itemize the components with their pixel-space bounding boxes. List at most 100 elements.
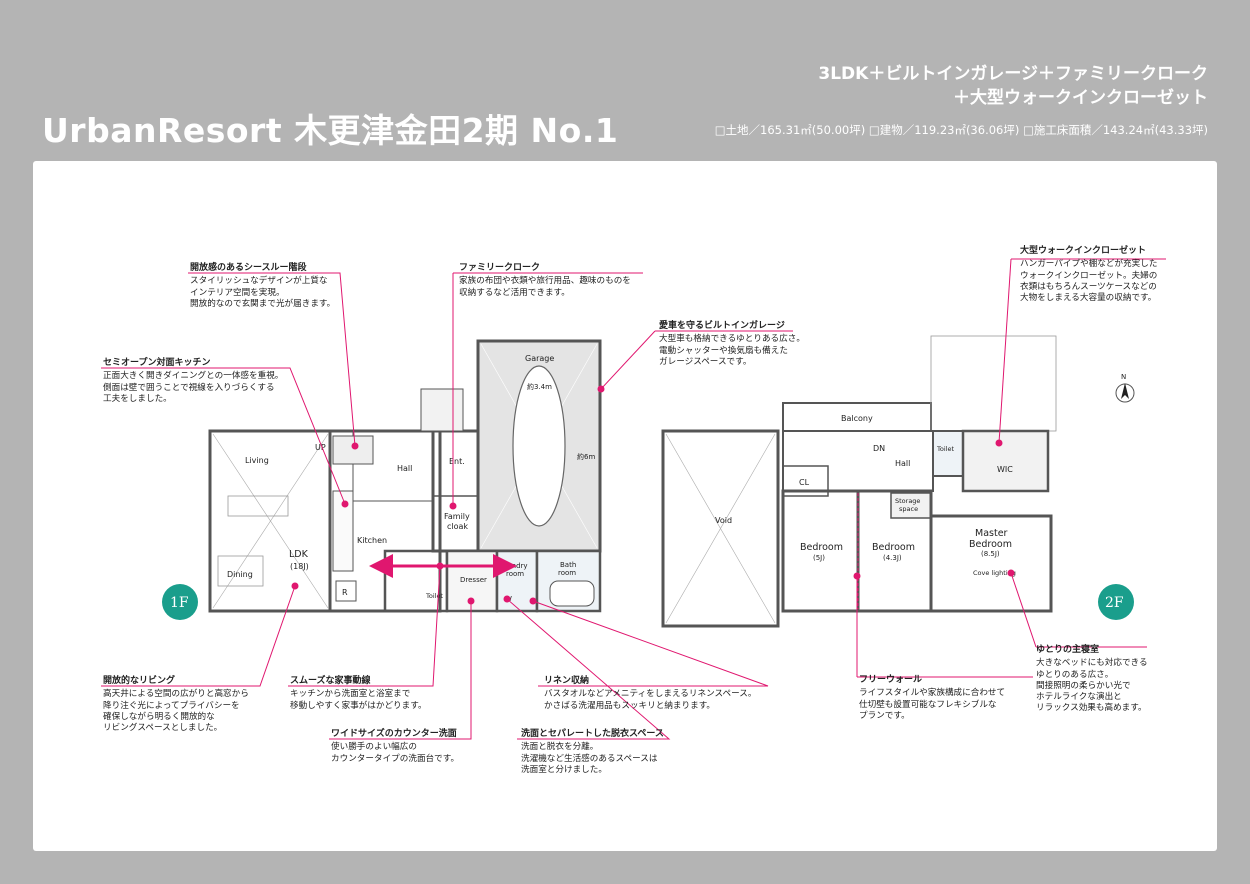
callout-free-wall: フリーウォール ライフスタイルや家族構成に合わせて 仕切壁も設置可能なフレキシブ… xyxy=(859,675,1005,722)
callout-stairs-body: スタイリッシュなデザインが上質な インテリア空間を実現。 開放的なので玄関まで光… xyxy=(190,276,336,309)
leader-flow xyxy=(288,565,441,687)
garage-width-label: 約3.4m xyxy=(527,382,552,391)
callout-dressing-body: 洗面と脱衣を分離。 洗濯機など生活感のあるスペースは 洗面室と分けました。 xyxy=(521,742,658,775)
storage-label-2: space xyxy=(899,505,918,513)
callout-flow-body: キッチンから洗面室と浴室まで 移動しやすく家事がはかどります。 xyxy=(290,689,427,711)
callout-stairs: 開放感のあるシースルー階段 スタイリッシュなデザインが上質な インテリア空間を実… xyxy=(190,263,335,310)
toilet-2f-area xyxy=(932,430,964,477)
callout-family-cloak-body: 家族の布団や衣類や旅行用品、趣味のものを 収納するなど活用できます。 xyxy=(459,276,631,298)
void-area xyxy=(661,429,780,628)
callout-living-title: 開放的なリビング xyxy=(103,676,176,686)
up-label: UP xyxy=(315,443,326,452)
callout-counter: ワイドサイズのカウンター洗面 使い勝手のよい幅広の カウンタータイプの洗面台です… xyxy=(331,729,459,765)
cl-label: CL xyxy=(799,478,810,487)
callout-kitchen-title: セミオープン対面キッチン xyxy=(103,358,211,368)
toilet-2f-label: Toilet xyxy=(936,445,954,453)
kitchen-counter xyxy=(332,490,354,572)
balcony-label: Balcony xyxy=(841,414,873,423)
deck-area xyxy=(930,335,1057,432)
floor-badge-1f-label: 1F xyxy=(170,595,189,611)
master-area xyxy=(929,514,1053,613)
garage-depth-label: 約6m xyxy=(577,452,595,461)
family-cloak-label-2: cloak xyxy=(447,522,468,531)
bedroom2-label: Bedroom xyxy=(872,542,915,553)
garage-label: Garage xyxy=(525,354,554,363)
callout-master: ゆとりの主寝室 大きなベッドにも対応できる ゆとりのある広さ。 間接照明の柔らか… xyxy=(1036,645,1148,715)
leader-living xyxy=(101,585,296,687)
wic-area xyxy=(961,429,1050,493)
callout-garage-title: 愛車を守るビルトインガレージ xyxy=(659,321,785,331)
storage-label-1: Storage xyxy=(895,497,920,505)
ldk-size-label: (18J) xyxy=(290,562,309,571)
hall-2f-label: Hall xyxy=(895,459,910,468)
callout-kitchen-body: 正面大きく開きダイニングとの一体感を重視。 側面は壁で囲うことで視線を入りづらく… xyxy=(103,371,284,404)
wic-label: WIC xyxy=(997,465,1013,474)
subtitle-line-2: ＋大型ウォークインクローゼット xyxy=(953,88,1208,108)
dining-table xyxy=(217,555,264,587)
callout-master-title: ゆとりの主寝室 xyxy=(1036,645,1100,655)
callout-dots xyxy=(291,385,1015,605)
dining-label: Dining xyxy=(227,570,253,579)
callout-family-cloak: ファミリークローク 家族の布団や衣類や旅行用品、趣味のものを 収納するなど活用で… xyxy=(459,263,631,299)
master-size-label: (8.5J) xyxy=(981,550,1000,558)
master-label-2: Bedroom xyxy=(969,539,1012,550)
leader-linen xyxy=(532,600,769,687)
callout-flow-title: スムーズな家事動線 xyxy=(290,676,371,686)
fridge-box xyxy=(335,580,357,602)
callout-free-wall-title: フリーウォール xyxy=(859,675,923,685)
callout-kitchen: セミオープン対面キッチン 正面大きく開きダイニングとの一体感を重視。 側面は壁で… xyxy=(103,358,283,405)
cl-area xyxy=(782,465,829,497)
north-arrow-icon xyxy=(1115,383,1135,403)
leader-stairs xyxy=(188,272,356,447)
callout-counter-body: 使い勝手のよい幅広の カウンタータイプの洗面台です。 xyxy=(331,742,460,764)
callout-dressing-title: 洗面とセパレートした脱衣スペース xyxy=(521,729,664,739)
hall-1f-label: Hall xyxy=(397,464,412,473)
ldk-diagonal-2 xyxy=(212,433,329,609)
floor-badge-2f-label: 2F xyxy=(1105,595,1124,611)
storage-area xyxy=(890,492,932,519)
plan-subtitle: 3LDK＋ビルトインガレージ＋ファミリークローク ＋大型ウォークインクローゼット xyxy=(818,62,1208,110)
first-floor-plan xyxy=(208,339,602,613)
callout-free-wall-body: ライフスタイルや家族構成に合わせて 仕切壁も設置可能なフレキシブルな プランです… xyxy=(859,688,1006,721)
callout-wic-body: ハンガーパイプや棚などが充実した ウォークインクローゼット。夫婦の 衣類はもちろ… xyxy=(1020,259,1158,304)
floor-badge-1f xyxy=(162,584,198,620)
callout-dressing: 洗面とセパレートした脱衣スペース 洗面と脱衣を分離。 洗濯機など生活感のあるスペ… xyxy=(521,729,664,776)
callout-stairs-title: 開放感のあるシースルー階段 xyxy=(190,263,307,273)
north-label: N xyxy=(1121,373,1126,381)
callout-family-cloak-title: ファミリークローク xyxy=(459,263,541,273)
callout-linen: リネン収納 バスタオルなどアメニティをしまえるリネンスペース。 かさばる洗濯用品… xyxy=(544,676,756,712)
subtitle-line-1: 3LDK＋ビルトインガレージ＋ファミリークローク xyxy=(818,64,1208,84)
living-label: Living xyxy=(245,456,269,465)
laundry-label-2: room xyxy=(506,570,524,578)
ldk-label: LDK xyxy=(289,549,309,560)
bedroom1-label: Bedroom xyxy=(800,542,843,553)
callout-leaders xyxy=(101,258,1166,740)
second-floor-plan xyxy=(661,335,1057,628)
kitchen-label: Kitchen xyxy=(357,536,387,545)
callout-living: 開放的なリビング 高天井による空間の広がりと高窓から 降り注ぐ光によってプライバ… xyxy=(103,676,249,734)
bath-label-1: Bath xyxy=(560,561,576,569)
area-specs: □土地／165.31㎡(50.00坪) □建物／119.23㎡(36.06坪) … xyxy=(714,123,1208,137)
sofa xyxy=(227,495,289,517)
void-diagonal-2 xyxy=(665,433,776,624)
floor-plan-drawing: Living LDK (18J) Dining Kitchen Hall UP … xyxy=(101,258,1166,740)
family-cloak-label-1: Family xyxy=(444,512,470,521)
dn-label: DN xyxy=(873,444,885,453)
dresser-label: Dresser xyxy=(460,576,487,584)
bathtub xyxy=(549,580,595,607)
leader-counter xyxy=(329,601,472,740)
bath-label-2: room xyxy=(558,569,576,577)
toilet-1f-label: Toilet xyxy=(425,592,443,600)
car-icon xyxy=(512,365,566,527)
fridge-label: R xyxy=(342,588,348,597)
floor-plan-panel: Living LDK (18J) Dining Kitchen Hall UP … xyxy=(33,161,1217,851)
callout-flow: スムーズな家事動線 キッチンから洗面室と浴室まで 移動しやすく家事がはかどります… xyxy=(290,676,427,712)
stair-area xyxy=(332,435,374,465)
cove-label: Cove lighting xyxy=(973,569,1016,577)
bedroom1-size-label: (5J) xyxy=(813,554,825,562)
leader-garage-diag xyxy=(600,330,656,390)
callout-wic-title: 大型ウォークインクローゼット xyxy=(1020,246,1147,256)
callout-living-body: 高天井による空間の広がりと高窓から 降り注ぐ光によってプライバシーを 確保しなが… xyxy=(103,689,249,734)
callout-linen-body: バスタオルなどアメニティをしまえるリネンスペース。 かさばる洗濯用品もスッキリと… xyxy=(544,689,757,711)
master-label-1: Master xyxy=(975,528,1008,539)
